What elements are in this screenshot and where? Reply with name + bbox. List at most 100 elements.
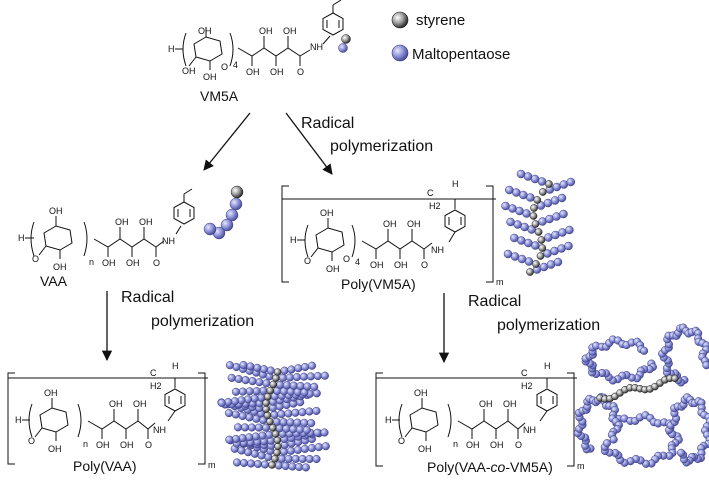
repeat-count-4: 4 [355,257,360,267]
atom-o: O [145,440,152,450]
sugar-bead-icon [277,410,286,419]
styrene-bead-icon [534,228,543,236]
atom-oh: OH [139,217,153,227]
atom-oh: OH [418,444,432,454]
sugar-bead-icon [225,435,234,444]
sugar-bead-icon [234,374,243,384]
styrene-bead-icon [268,461,276,469]
atom-oh: OH [407,219,421,229]
atom-h-terminal: H [290,235,297,245]
poly-co-structure: m C H2 H H OH O OH n OH OH OH OH O NH Po… [375,361,585,475]
atom-oh: OH [326,264,340,274]
sugar-bead-icon [284,454,293,463]
atom-h2: H2 [521,381,533,391]
styrene-bead-icon [262,405,270,413]
sugar-bead-icon [255,378,264,387]
atom-h-terminal: H [385,415,392,425]
sugar-bead-icon [254,423,263,432]
styrene-bead-icon [391,11,409,29]
maltopentaose-bead-icon [391,44,409,62]
poly-vaa-bead-model [217,360,330,472]
atom-o: O [421,260,428,270]
styrene-bead-icon [264,393,272,401]
sugar-bead-icon [296,381,305,391]
sugar-bead-icon [247,423,256,432]
sugar-bead-icon [246,459,256,468]
styrene-bead-icon [538,188,547,196]
atom-nh: NH [310,42,323,52]
sugar-bead-icon [245,433,254,442]
sugar-bead-icon [516,169,526,179]
atom-oh: OH [383,219,397,229]
atom-oh: OH [414,388,428,398]
atom-o: O [304,256,311,266]
poly-co-name-prefix: Poly(VAA- [427,459,491,475]
sugar-bead-icon [702,361,709,370]
vaa-sugar-bead-icon [225,208,239,222]
monomer-name: VM5A [200,88,239,104]
sugar-bead-icon [282,381,291,390]
sugar-bead-icon [286,418,295,427]
sugar-bead-icon [239,458,249,468]
styrene-bead-icon [533,196,542,204]
sugar-bead-icon [274,461,283,470]
styrene-bead-icon [529,212,538,220]
sugar-bead-icon [557,193,567,203]
sugar-bead-icon [280,366,289,375]
atom-oh: OH [270,67,284,77]
styrene-bead-icon [671,374,679,383]
sugar-bead-icon [300,444,309,453]
sugar-bead-icon [286,446,296,455]
sugar-bead-icon [284,409,293,418]
atom-o: O [515,440,522,450]
styrene-bead-icon [263,411,272,420]
styrene-bead-icon [537,236,546,244]
poly-vm5a-structure: m C H2 H H OH O OH O 4 OH OH OH OH O NH … [281,179,504,292]
atom-oh: OH [490,440,504,450]
sugar-bead-icon [564,241,573,251]
sugar-bead-icon [295,462,304,472]
sugar-bead-icon [287,365,296,374]
styrene-bead-icon [545,180,553,188]
sugar-bead-icon [510,233,519,243]
atom-h: H [172,361,179,371]
sugar-bead-icon [270,410,279,419]
atom-oh: OH [115,217,129,227]
sugar-bead-icon [227,373,236,382]
sugar-bead-icon [277,454,286,463]
poly-co-name-suffix: -VM5A) [505,459,552,475]
styrene-bead-icon [266,386,275,395]
atom-o: O [28,436,35,446]
sugar-bead-icon [225,361,234,370]
step-label-line1: Radical [301,115,354,132]
repeat-count-4: 4 [233,60,238,70]
styrene-bead-icon [532,260,540,268]
atom-oh: OH [246,67,260,77]
styrene-bead-icon [526,268,534,276]
sugar-bead-icon [566,177,576,187]
atom-oh: OH [102,258,116,268]
sugar-bead-icon [295,425,305,434]
sugar-bead-icon [305,407,314,416]
sugar-bead-icon [298,454,307,464]
atom-o: O [153,258,160,268]
atom-oh: OH [479,399,493,409]
poly-vaa-structure: m C H2 H H OH O OH n OH OH OH OH O NH Po… [7,361,216,474]
sugar-bead-icon [239,360,248,370]
sugar-bead-icon [246,362,255,371]
styrene-bead-icon [266,417,274,426]
sugar-bead-icon [217,398,226,407]
sugar-bead-icon [276,380,285,389]
sugar-bead-icon [307,361,317,370]
styrene-bead-icon [538,244,547,252]
atom-oh: OH [53,262,67,272]
sugar-bead-icon [279,418,288,427]
sugar-bead-icon [312,454,321,464]
vaa-styrene-bead-icon [230,185,244,199]
sugar-bead-icon [298,408,307,417]
atom-h: H [452,179,459,189]
atom-nh: NH [523,425,536,435]
repeat-count-n: n [453,439,458,449]
sugar-bead-icon [294,364,303,373]
styrene-bead-icon [272,374,280,382]
